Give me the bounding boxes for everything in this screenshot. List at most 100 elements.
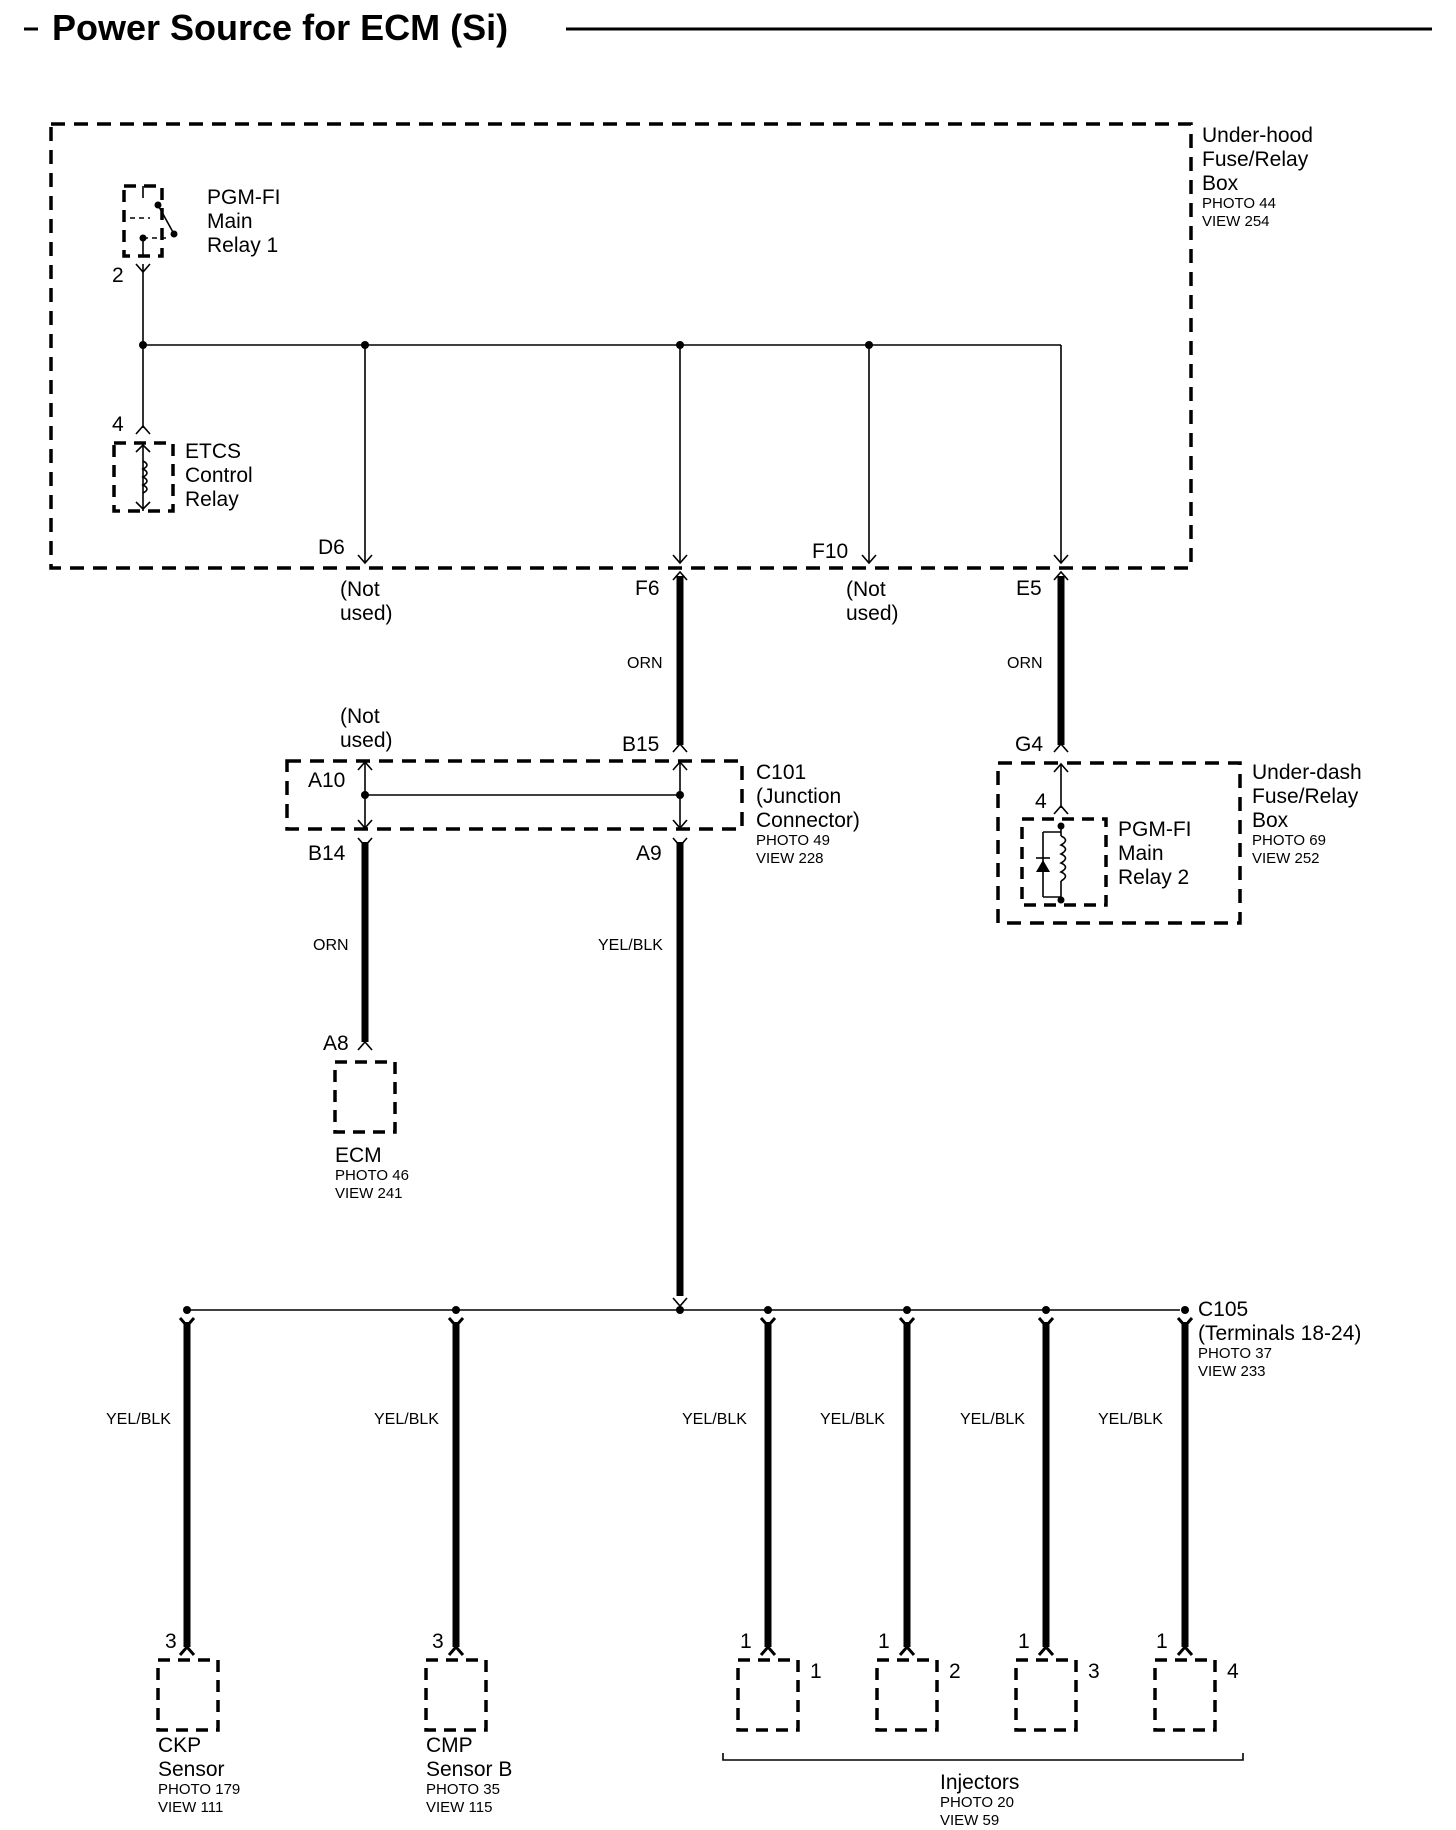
svg-text:VIEW 241: VIEW 241 [335, 1185, 403, 1202]
svg-text:VIEW 59: VIEW 59 [940, 1812, 999, 1829]
etcs-relay-connector [135, 424, 151, 435]
svg-text:Main: Main [207, 210, 253, 233]
branch-pin: 1 [878, 1630, 890, 1653]
cmp-sensor-label: CMP Sensor B PHOTO 35 VIEW 115 [426, 1734, 512, 1816]
wire-f6-color: ORN [627, 655, 663, 672]
branch-pin: 1 [740, 1630, 752, 1653]
splice-dot [1042, 1306, 1050, 1314]
branch-bottom-connector [759, 1644, 777, 1656]
branch-bottom-connector [898, 1644, 916, 1656]
injectors-label: Injectors PHOTO 20 VIEW 59 [940, 1771, 1019, 1829]
svg-text:Under-hood: Under-hood [1202, 124, 1313, 147]
injectors-bracket [722, 1753, 1244, 1761]
injector-4-number: 4 [1227, 1660, 1239, 1683]
branch-pin: 3 [432, 1630, 444, 1653]
svg-text:used): used) [340, 602, 393, 625]
svg-text:Fuse/Relay: Fuse/Relay [1202, 148, 1309, 171]
ecm-connector [333, 1060, 397, 1134]
svg-text:Sensor: Sensor [158, 1758, 225, 1781]
f10-not-used: (Not used) [846, 578, 899, 625]
underdash-box-outline [996, 761, 1242, 925]
svg-text:Fuse/Relay: Fuse/Relay [1252, 785, 1359, 808]
a10-not-used: (Not used) [340, 705, 393, 752]
svg-text:(Terminals 18-24): (Terminals 18-24) [1198, 1322, 1361, 1345]
pin-d6: D6 [318, 536, 345, 559]
svg-text:VIEW 115: VIEW 115 [426, 1799, 492, 1816]
cmp-sensor-connector [424, 1658, 488, 1732]
pin-f6: F6 [635, 577, 660, 600]
etcs-relay [112, 441, 175, 513]
svg-text:Injectors: Injectors [940, 1771, 1019, 1794]
wire-b14-color: ORN [313, 937, 349, 954]
svg-text:Relay: Relay [185, 488, 239, 511]
branch-bottom-connector [1176, 1644, 1194, 1656]
svg-text:PHOTO 46: PHOTO 46 [335, 1167, 409, 1184]
svg-text:Box: Box [1252, 809, 1289, 832]
splice-dot [764, 1306, 772, 1314]
branch-3: YEL/BLK 1 [682, 1306, 777, 1656]
branch-pin: 1 [1018, 1630, 1030, 1653]
injector-3-connector [1014, 1658, 1078, 1732]
svg-text:VIEW 111: VIEW 111 [158, 1799, 223, 1816]
svg-text:used): used) [340, 729, 393, 752]
main-relay-1 [122, 184, 178, 258]
svg-text:Connector): Connector) [756, 809, 860, 832]
svg-text:C101: C101 [756, 761, 806, 784]
svg-text:PHOTO 37: PHOTO 37 [1198, 1345, 1272, 1362]
svg-text:ETCS: ETCS [185, 440, 241, 463]
pin-b15: B15 [622, 733, 659, 756]
c101-label: C101 (Junction Connector) PHOTO 49 VIEW … [756, 761, 860, 867]
injector-1-number: 1 [810, 1660, 822, 1683]
branch-wire-color: YEL/BLK [106, 1411, 171, 1428]
svg-text:(Not: (Not [340, 705, 380, 728]
underdash-relay-pin: 4 [1035, 790, 1047, 813]
svg-text:(Not: (Not [846, 578, 886, 601]
pin-b14: B14 [308, 842, 346, 865]
branch-4: YEL/BLK 1 [820, 1306, 916, 1656]
main-relay-1-label: PGM-FI Main Relay 1 [207, 186, 281, 257]
d6-not-used: (Not used) [340, 578, 393, 625]
svg-text:ECM: ECM [335, 1144, 382, 1167]
main-relay-1-pin: 2 [112, 264, 124, 287]
svg-text:VIEW 228: VIEW 228 [756, 850, 824, 867]
branch-pin: 3 [165, 1630, 177, 1653]
underhood-box-label: Under-hood Fuse/Relay Box PHOTO 44 VIEW … [1202, 124, 1313, 230]
branch-wire-color: YEL/BLK [820, 1411, 885, 1428]
svg-text:Control: Control [185, 464, 253, 487]
svg-text:PHOTO 44: PHOTO 44 [1202, 195, 1276, 212]
svg-text:(Junction: (Junction [756, 785, 841, 808]
svg-text:PHOTO 20: PHOTO 20 [940, 1794, 1014, 1811]
underhood-box-outline [49, 122, 1193, 570]
svg-text:PGM-FI: PGM-FI [1118, 818, 1192, 841]
pin-a9: A9 [636, 842, 662, 865]
svg-text:Main: Main [1118, 842, 1164, 865]
svg-text:Under-dash: Under-dash [1252, 761, 1362, 784]
pin-g4: G4 [1015, 733, 1043, 756]
injector-3-number: 3 [1088, 1660, 1100, 1683]
pin-e5: E5 [1016, 577, 1042, 600]
main-relay-2-label: PGM-FI Main Relay 2 [1118, 818, 1192, 889]
svg-text:PHOTO 179: PHOTO 179 [158, 1781, 240, 1798]
branch-wire-color: YEL/BLK [1098, 1411, 1163, 1428]
ecm-label: ECM PHOTO 46 VIEW 241 [335, 1144, 409, 1202]
svg-text:CMP: CMP [426, 1734, 473, 1757]
svg-text:Sensor B: Sensor B [426, 1758, 512, 1781]
c101-outline [285, 759, 744, 831]
splice-dot [903, 1306, 911, 1314]
svg-text:used): used) [846, 602, 899, 625]
svg-text:VIEW 254: VIEW 254 [1202, 213, 1270, 230]
etcs-relay-pin: 4 [112, 413, 124, 436]
underdash-box-label: Under-dash Fuse/Relay Box PHOTO 69 VIEW … [1252, 761, 1362, 867]
splice-dot [183, 1306, 191, 1314]
branch-wire-color: YEL/BLK [682, 1411, 747, 1428]
svg-text:PGM-FI: PGM-FI [207, 186, 281, 209]
pin-a8: A8 [323, 1032, 349, 1055]
svg-text:PHOTO 35: PHOTO 35 [426, 1781, 500, 1798]
svg-text:Relay 1: Relay 1 [207, 234, 278, 257]
ckp-sensor-connector [156, 1658, 220, 1732]
svg-text:PHOTO 49: PHOTO 49 [756, 832, 830, 849]
